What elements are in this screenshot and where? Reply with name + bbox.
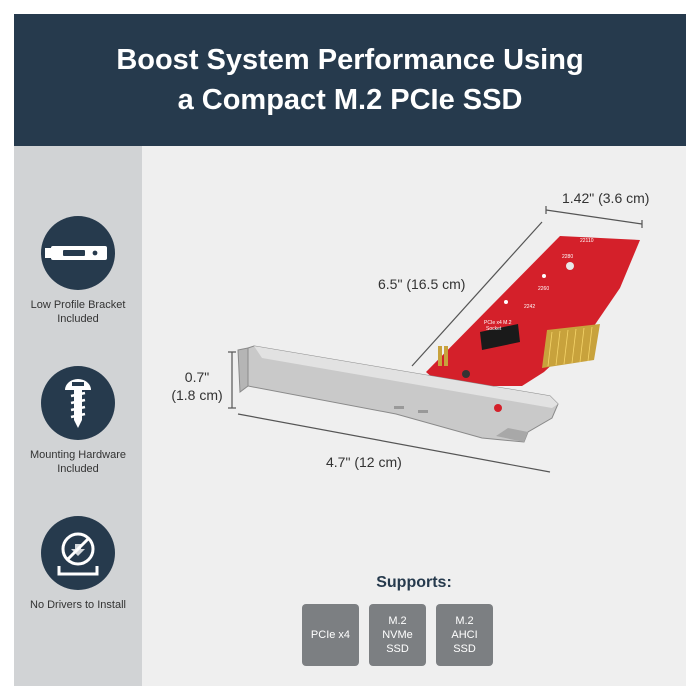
supports-title: Supports: [376, 574, 452, 591]
standoff-2280 [566, 262, 574, 270]
card-marking-2280: 2280 [562, 254, 573, 260]
bracket-icon [45, 246, 107, 260]
dim-line-width [545, 209, 643, 225]
dim-label-height-cm: (1.8 cm) [171, 387, 223, 403]
dim-label-card-length: 6.5" (16.5 cm) [378, 276, 466, 292]
supports-badge-pcie: PCIe x4 [302, 604, 359, 666]
m2-socket [480, 324, 520, 350]
card-marking-2242: 2242 [524, 304, 535, 310]
header-title-line-1: Boost System Performance Using [116, 44, 584, 76]
feature-no-drivers-label: No Drivers to Install [30, 599, 126, 611]
dim-label-height-in: 0.7" [184, 369, 210, 385]
feature-screw-label: Mounting Hardware Included [30, 449, 126, 475]
dim-label-height: 0.7" (1.8 cm) [166, 368, 228, 404]
pcb-card: PCIe x4 M.2 Socket 22110 2280 2260 2242 [426, 236, 640, 386]
card-marking-line2: Socket [486, 326, 502, 332]
card-marking-line1: PCIe x4 M.2 [484, 320, 512, 326]
screw-icon [65, 379, 91, 428]
dim-label-bracket-length: 4.7" (12 cm) [326, 454, 402, 470]
feature-no-drivers: No Drivers to Install [14, 516, 142, 612]
dim-label-width: 1.42" (3.6 cm) [562, 190, 650, 206]
dim-line-bracket-length [237, 413, 551, 473]
supports-badge-ahci: M.2 AHCI SSD [436, 604, 493, 666]
supports-badge-nvme: M.2 NVMe SSD [369, 604, 426, 666]
card-marking-22110: 22110 [580, 238, 594, 244]
product-area: PCIe x4 M.2 Socket 22110 2280 2260 2242 … [142, 146, 686, 686]
feature-screw-badge [41, 366, 115, 440]
card-marking-2260: 2260 [538, 286, 549, 292]
dim-line-card-length [411, 221, 543, 367]
metal-bracket [237, 345, 559, 443]
feature-no-drivers-badge [41, 516, 115, 590]
supports-badge-group: PCIe x4 M.2 NVMe SSD M.2 AHCI SSD [302, 604, 493, 666]
feature-bracket: Low Profile Bracket Included [14, 216, 142, 326]
header-title-line-2: a Compact M.2 PCIe SSD [177, 84, 523, 116]
feature-screw: Mounting Hardware Included [14, 366, 142, 476]
activity-led [494, 404, 502, 412]
product-illustration: PCIe x4 M.2 Socket 22110 2280 2260 2242 [228, 206, 643, 473]
header-banner: Boost System Performance Using a Compact… [14, 14, 686, 146]
feature-sidebar: Low Profile Bracket Included Mounting Ha… [14, 146, 142, 686]
no-driver-icon [57, 532, 99, 576]
feature-bracket-label: Low Profile Bracket Included [30, 299, 126, 325]
feature-bracket-badge [41, 216, 115, 290]
